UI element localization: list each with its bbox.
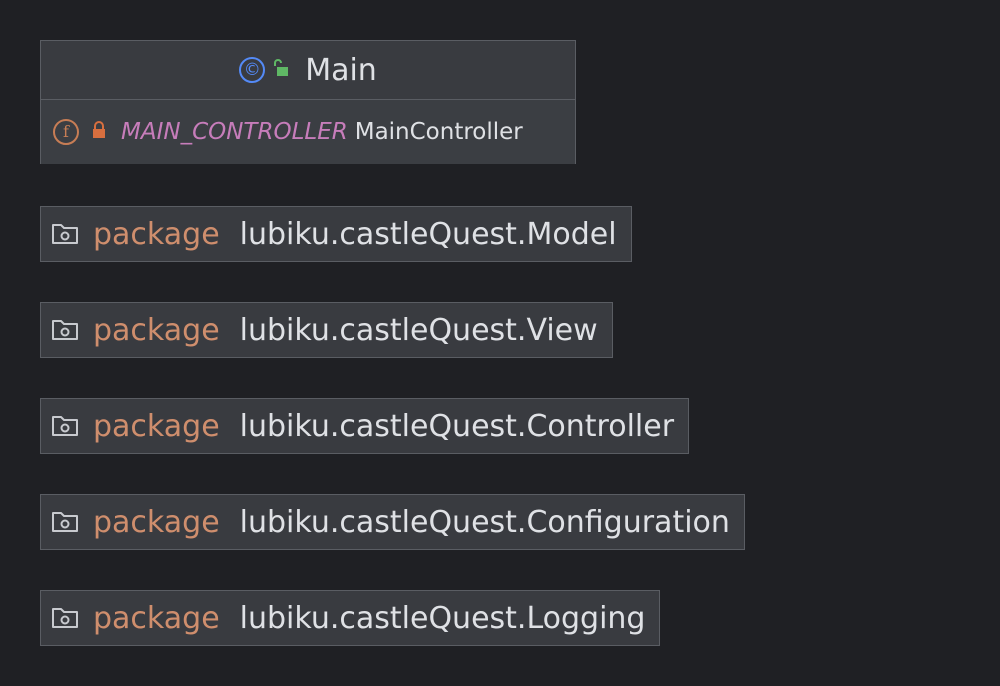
package-name: lubiku.castleQuest.Controller (239, 408, 675, 444)
class-icon: © (239, 57, 266, 83)
package-keyword: package (93, 504, 220, 540)
package-name: lubiku.castleQuest.Model (239, 216, 617, 252)
package-keyword: package (93, 312, 220, 348)
field-icon: f (53, 119, 79, 145)
class-header: © Main (41, 41, 575, 100)
package-box-model[interactable]: package lubiku.castleQuest.Model (40, 206, 632, 262)
folder-package-icon (51, 414, 79, 438)
package-box-configuration[interactable]: package lubiku.castleQuest.Configuration (40, 494, 745, 550)
package-name: lubiku.castleQuest.Configuration (239, 504, 730, 540)
class-field-row[interactable]: f MAIN_CONTROLLER MainController (41, 100, 575, 164)
package-box-view[interactable]: package lubiku.castleQuest.View (40, 302, 613, 358)
folder-package-icon (51, 510, 79, 534)
lock-icon (91, 121, 107, 143)
field-name: MAIN_CONTROLLER (121, 119, 348, 145)
folder-package-icon (51, 222, 79, 246)
class-box-main[interactable]: © Main f MAIN_CONTROLLER MainController (40, 40, 576, 164)
package-name: lubiku.castleQuest.View (239, 312, 598, 348)
package-keyword: package (93, 216, 220, 252)
class-name: Main (305, 52, 377, 88)
package-name: lubiku.castleQuest.Logging (239, 600, 646, 636)
folder-package-icon (51, 318, 79, 342)
package-keyword: package (93, 408, 220, 444)
package-box-controller[interactable]: package lubiku.castleQuest.Controller (40, 398, 690, 454)
unlock-icon (271, 58, 291, 82)
package-keyword: package (93, 600, 220, 636)
package-box-logging[interactable]: package lubiku.castleQuest.Logging (40, 590, 661, 646)
folder-package-icon (51, 606, 79, 630)
field-type: MainController (354, 119, 523, 145)
